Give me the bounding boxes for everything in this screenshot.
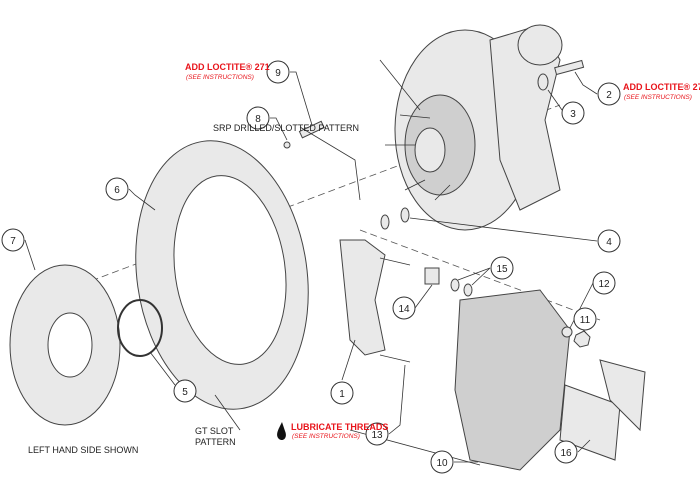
- o-ring-5: [117, 299, 163, 357]
- leader-lines: [24, 71, 598, 463]
- washer-3: [537, 73, 549, 91]
- callout-7: 7: [1, 228, 25, 252]
- hub-knuckle: [394, 24, 563, 231]
- wheel-studs: [379, 59, 451, 201]
- callout-13: 13: [365, 422, 389, 446]
- svg-text:14: 14: [398, 304, 410, 315]
- svg-text:15: 15: [496, 264, 508, 275]
- svg-text:1: 1: [339, 389, 345, 400]
- callout-14: 14: [392, 296, 416, 320]
- callout-11: 11: [573, 307, 597, 331]
- svg-text:3: 3: [570, 109, 576, 120]
- callout-3: 3: [561, 101, 585, 125]
- loctite-note-right: ADD LOCTITE® 271: [623, 82, 700, 92]
- shim-15b: [463, 283, 473, 297]
- bolt-11: [573, 330, 591, 348]
- callout-4: 4: [597, 229, 621, 253]
- callout-8: 8: [246, 106, 270, 130]
- caliper-axis-line: [359, 229, 601, 321]
- svg-text:7: 7: [10, 236, 16, 247]
- svg-text:4: 4: [606, 237, 612, 248]
- callout-16: 16: [554, 440, 578, 464]
- gt-slot-label-2: PATTERN: [195, 437, 236, 447]
- bolt-9: [298, 120, 325, 139]
- bracket-stud: [379, 257, 411, 266]
- washer-4b: [400, 207, 410, 223]
- pad-16a: [559, 384, 621, 461]
- svg-text:9: 9: [275, 68, 281, 79]
- gt-slot-label-1: GT SLOT: [195, 426, 234, 436]
- srp-pattern-label: SRP DRILLED/SLOTTED PATTERN: [213, 123, 359, 133]
- shim-15a: [450, 278, 460, 292]
- callout-10: 10: [430, 450, 454, 474]
- loctite-note-right-sub: (SEE INSTRUCTIONS): [624, 94, 692, 101]
- washer-4a: [380, 214, 390, 230]
- rotor-srp-drilled-slotted: [135, 140, 309, 410]
- oil-drop-icon: [277, 422, 286, 441]
- callout-15: 15: [490, 256, 514, 280]
- callout-1: 1: [330, 381, 354, 405]
- svg-text:10: 10: [436, 458, 448, 469]
- svg-text:13: 13: [371, 430, 383, 441]
- loctite-note-left-sub: (SEE INSTRUCTIONS): [186, 74, 254, 81]
- pad-16b: [599, 359, 646, 432]
- callout-9: 9: [266, 60, 290, 84]
- svg-text:8: 8: [255, 114, 261, 125]
- loctite-note-left: ADD LOCTITE® 271: [185, 62, 270, 72]
- lubricate-note: LUBRICATE THREADS: [291, 422, 388, 432]
- svg-text:5: 5: [182, 387, 188, 398]
- svg-text:12: 12: [598, 279, 610, 290]
- caliper: [454, 289, 571, 471]
- svg-text:2: 2: [606, 90, 612, 101]
- callout-12: 12: [592, 271, 616, 295]
- washer-8: [283, 141, 291, 149]
- spacer-14: [424, 267, 440, 285]
- callout-5: 5: [173, 379, 197, 403]
- svg-text:16: 16: [560, 448, 572, 459]
- svg-text:11: 11: [580, 315, 591, 326]
- washer-12: [561, 326, 573, 338]
- rotor-hat: [9, 264, 121, 426]
- bracket-stud-lower: [379, 354, 411, 363]
- callout-2: 2: [597, 82, 621, 106]
- callout-6: 6: [105, 177, 129, 201]
- bracket-1: [339, 239, 386, 356]
- svg-text:6: 6: [114, 185, 120, 196]
- bolt-2: [554, 59, 585, 76]
- side-shown-label: LEFT HAND SIDE SHOWN: [28, 445, 138, 455]
- lubricate-note-sub: (SEE INSTRUCTIONS): [292, 433, 360, 440]
